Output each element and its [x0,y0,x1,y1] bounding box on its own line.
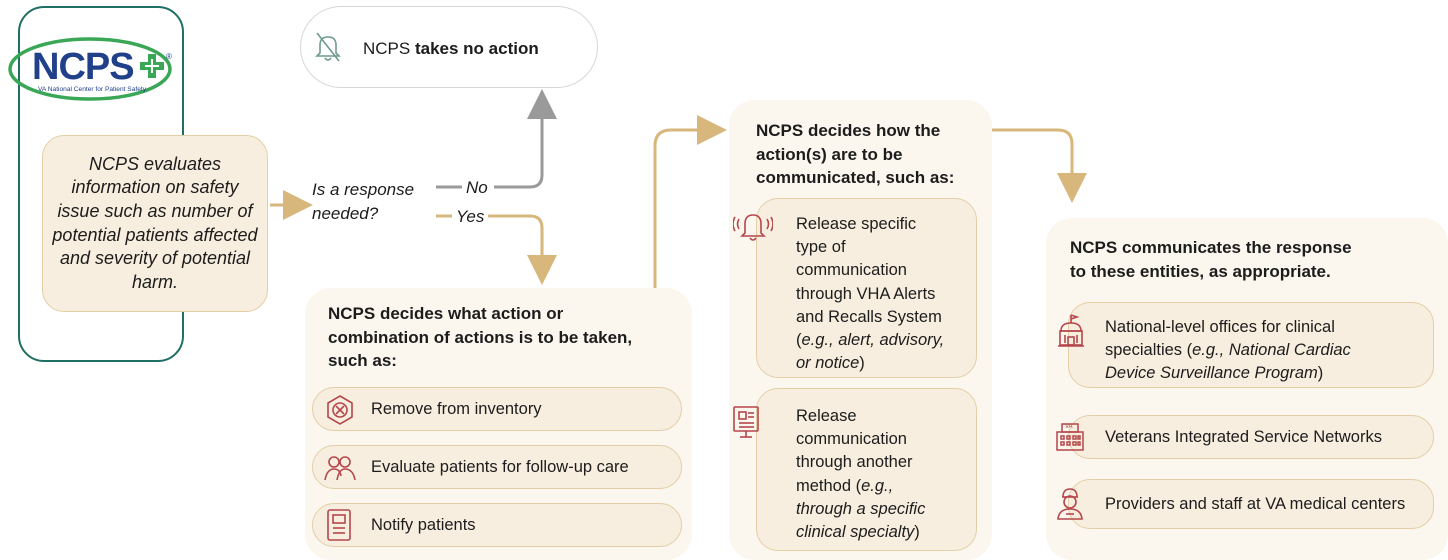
va-building-icon-text: VA [1065,424,1073,430]
alarm-bell-icon [732,209,774,248]
national-line-3: Device Surveillance Program) [1105,362,1351,385]
other-line-3: through another [796,453,913,472]
action-label-remove: Remove from inventory [371,400,542,418]
arrow-communication-to-entities [992,128,1087,203]
logo-registered: ® [166,52,172,61]
patients-group-icon [323,454,357,487]
no-branch-label: No [466,178,488,197]
bell-off-icon [315,31,341,68]
action-label-evaluate: Evaluate patients for follow-up care [371,458,629,476]
vha-line-6-open: ( [796,331,802,350]
entity-card-visn: VA Veterans Integrated Service Networks [1056,415,1434,459]
action-item-remove: Remove from inventory [312,387,682,431]
arrow-actions-to-communication [653,115,727,288]
communication-card-other-method: Release communication through another me… [733,388,977,551]
evaluate-info-text: NCPS evaluates information on safety iss… [52,153,258,292]
vha-line-5: and Recalls System [796,307,942,326]
action-item-evaluate: Evaluate patients for follow-up care [312,445,682,489]
actions-title-line-3: such as: [328,351,397,370]
evaluate-info-box: NCPS evaluates information on safety iss… [42,135,268,312]
vha-line-7: or notice) [796,352,944,375]
actions-panel-title: NCPS decides what action or combination … [328,302,632,373]
communication-title-line-1: NCPS decides how the [756,121,941,140]
vha-alerts-text: Release specific type of communication t… [796,213,944,375]
communication-card-vha-alerts: Release specific type of communication t… [732,198,977,378]
government-building-icon [1057,313,1085,354]
vha-line-1: Release specific [796,215,917,233]
question-line-2: needed? [312,204,379,223]
vha-line-6: (e.g., alert, advisory, [796,329,944,352]
providers-label: Providers and staff at VA medical center… [1105,495,1406,513]
other-line-4: method (e.g., [796,475,925,498]
communication-title-line-2: action(s) are to be [756,144,903,164]
other-line-6: clinical specialty) [796,521,925,544]
action-label-notify: Notify patients [371,516,476,534]
visn-label: Veterans Integrated Service Networks [1105,428,1382,446]
national-line-3-close: ) [1317,364,1324,383]
medical-cross-icon [140,54,164,78]
logo-swoosh [8,37,172,101]
communication-panel-title: NCPS decides how the action(s) are to be… [756,119,954,190]
question-line-1: Is a response [312,180,415,199]
other-line-1: Release [796,407,857,425]
notification-document-icon [325,508,353,547]
communication-title-line-3: communicated, such as: [756,168,955,187]
entities-title-line-1: NCPS communicates the response [1070,238,1352,257]
arrow-yes-to-actions [488,214,557,285]
logo-tagline: VA National Center for Patient Safety [38,86,147,93]
vha-line-7-italic: or notice [796,354,860,373]
bulletin-board-icon [731,405,761,444]
other-method-text: Release communication through another me… [796,405,925,544]
national-offices-text: National-level offices for clinical spec… [1105,316,1351,386]
entity-card-national-offices: National-level offices for clinical spec… [1058,302,1434,388]
logo-acronym: NCPS [32,46,135,88]
national-line-2: specialties (e.g., National Cardiac [1105,339,1351,362]
provider-staff-icon [1055,487,1085,526]
other-line-5: through a specific [796,498,925,521]
ncps-logo: NCPS ® VA National Center for Patient Sa… [6,36,176,102]
other-line-4-open: method ( [796,476,862,495]
entities-panel-title: NCPS communicates the response to these … [1070,236,1352,283]
remove-inventory-icon [325,394,355,431]
national-line-3-italic: Device Surveillance Program [1105,364,1318,383]
arrow-no-to-noaction [494,89,557,189]
vha-line-2: type of [796,238,846,257]
national-line-1: National-level offices for clinical [1105,318,1335,336]
other-line-2: communication [796,430,907,449]
other-line-5-italic: through a specific [796,499,926,518]
actions-title-line-1: NCPS decides what action or [328,304,564,323]
vha-line-4: through VHA Alerts [796,284,936,303]
decision-question: Is a response needed? [312,178,414,226]
vha-line-3: communication [796,261,907,280]
other-line-6-close: ) [914,523,920,542]
vha-line-6-italic: e.g., alert, advisory, [801,331,945,350]
entity-card-providers: Providers and staff at VA medical center… [1057,479,1434,529]
national-line-2-italic: e.g., National Cardiac [1192,341,1351,360]
va-building-icon: VA [1055,422,1085,452]
other-line-4-italic: e.g., [861,476,894,495]
entities-title-line-2: to these entities, as appropriate. [1070,261,1331,281]
vha-line-7-close: ) [859,354,865,373]
action-item-notify: Notify patients [312,503,682,547]
no-action-prefix: NCPS [363,39,415,58]
no-action-bold: takes no action [414,39,539,58]
no-action-label: NCPS takes no action [363,39,539,59]
national-line-2-plain: specialties ( [1105,341,1193,360]
other-line-6-italic: clinical specialty [796,523,915,542]
yes-branch-label: Yes [456,207,485,226]
no-action-box: NCPS takes no action [300,6,598,88]
actions-title-line-2: combination of actions is to be taken, [328,327,633,347]
